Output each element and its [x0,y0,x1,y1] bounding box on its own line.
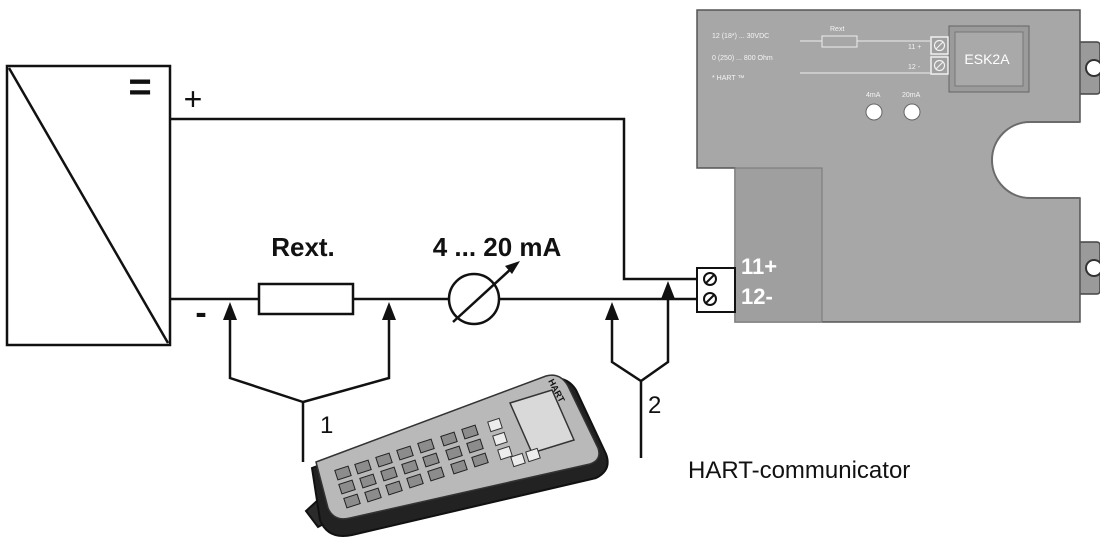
connection-point-2 [610,292,670,458]
key [461,424,479,440]
device-screw-11 [933,39,946,52]
softkey [492,431,508,447]
terminal-label-minus: 12- [741,284,773,309]
mounting-hole-top [1085,59,1100,77]
terminal-block-body [696,267,736,313]
key [401,459,419,475]
esk2a-label-plate [954,31,1024,87]
housing-notch [991,121,1080,199]
power-supply-diagonal [7,67,170,344]
key [343,493,361,509]
key [375,452,393,468]
communicator-caption: HART-communicator [688,457,910,484]
device-label-12: 12 - [908,64,921,71]
probe-2-left [610,314,642,383]
mounting-hole-bottom [1085,259,1100,277]
ammeter-circle [447,272,501,326]
key [450,459,468,475]
key [334,465,352,481]
device-label-11: 11 + [908,44,921,51]
probe-2-right-arrow [661,281,675,299]
connection-point-1 [228,314,391,462]
key [471,452,489,468]
key [385,480,403,496]
ammeter-label: 4 ... 20 mA [433,232,562,262]
terminal-screw-minus-slot [705,294,715,304]
terminal-label-plus: 11+ [741,254,777,279]
key [466,438,484,454]
probe-2-right [640,292,670,383]
device-screw-11-slot [935,41,944,50]
rext-resistor: Rext. [257,232,355,316]
key [338,479,356,495]
connection-point-1-label: 1 [320,412,333,439]
connection-point-2-label: 2 [648,392,661,419]
device-spec-hart: * HART ™ [712,75,744,82]
key [427,466,445,482]
key [440,431,458,447]
key [354,459,372,475]
softkey [497,445,513,461]
dc-symbol: = [128,65,151,109]
device-spec-voltage: 12 (18*) ... 30VDC [712,33,769,40]
softkey [510,452,526,468]
key [417,438,435,454]
led-20ma [903,103,921,121]
terminal-block [696,267,736,313]
probe-1-left-arrow [223,302,237,320]
communicator-softkeys [487,417,541,468]
device-label-rext: Rext [830,26,844,33]
probe-1-left [228,314,304,404]
probe-1-right [302,314,391,404]
ammeter: 4 ... 20 mA [433,232,562,326]
resistor-label: Rext. [271,232,335,262]
softkey [487,417,503,433]
device-spec-resistance: 0 (250) ... 800 Ohm [712,55,773,62]
terminal-screw-plus-slot [705,274,715,284]
ammeter-needle-head [505,261,520,274]
key [359,473,377,489]
wiring [170,117,697,301]
softkey [525,447,541,463]
communicator-display [508,389,576,454]
key [422,452,440,468]
led-4ma [865,103,883,121]
device-name: ESK2A [964,51,1010,67]
led-4ma-label: 4mA [866,92,881,99]
esk2a-device: ESK2A 12 (18*) ... 30VDC 0 (250) ... 800… [696,9,1100,323]
ammeter-needle [452,267,513,323]
probe-1-right-arrow [382,302,396,320]
probe-2-left-arrow [605,302,619,320]
resistor-body [257,282,355,316]
communicator-keypad [334,424,489,509]
hart-communicator: HART [304,374,609,537]
key [364,487,382,503]
key [445,445,463,461]
device-screw-12 [933,59,946,72]
key [396,445,414,461]
minus-label: - [195,294,206,332]
positive-wire [170,117,697,281]
device-screw-12-slot [935,61,944,70]
power-supply: = + - [5,64,207,347]
plus-label: + [184,81,203,117]
key [380,466,398,482]
led-20ma-label: 20mA [902,92,921,99]
key [406,473,424,489]
